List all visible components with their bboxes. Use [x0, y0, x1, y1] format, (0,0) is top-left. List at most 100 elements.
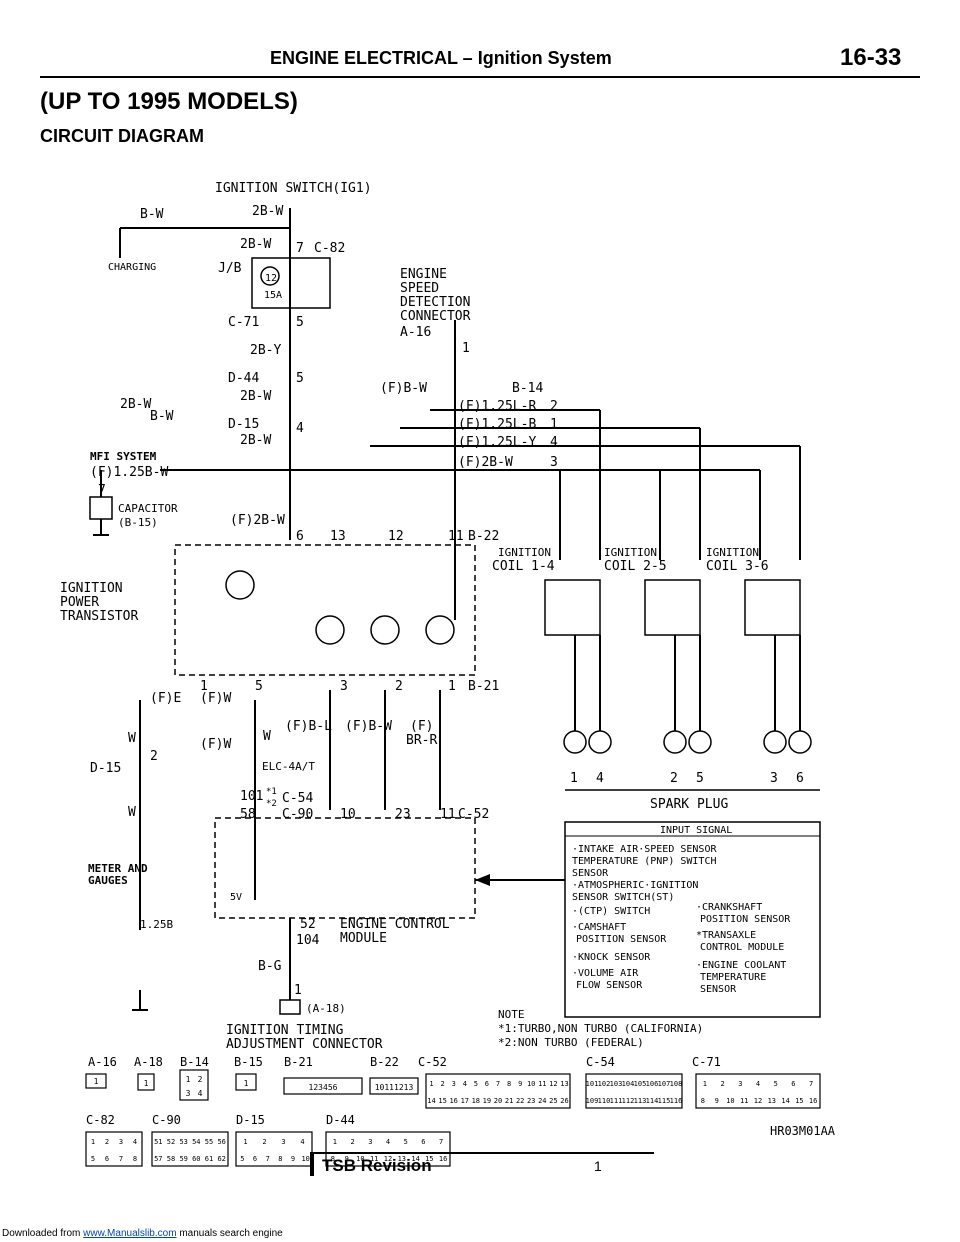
c52-pin-1: 1: [429, 1080, 433, 1088]
detection-label: DETECTION: [400, 295, 470, 310]
wire-f125ly: (F)1.25L-Y: [458, 435, 536, 450]
c54-pin-115: 115: [658, 1097, 671, 1105]
d44-pin-5: 5: [404, 1138, 408, 1146]
c52-pin-8: 8: [507, 1080, 511, 1088]
b14-pin-3: 3: [186, 1089, 191, 1098]
c52-pin-26: 26: [560, 1097, 568, 1105]
c90-pin-53: 53: [179, 1138, 187, 1146]
plug-num-2: 2: [670, 771, 678, 786]
capacitor-connector: (B-15): [118, 516, 158, 529]
pin-3-label: 3: [550, 455, 558, 470]
models-heading: (UP TO 1995 MODELS): [40, 88, 298, 115]
pin-101: 101: [240, 789, 263, 804]
coil-14-label: IGNITION: [498, 546, 551, 559]
c52-pin-9: 9: [518, 1080, 522, 1088]
d44-pin-3: 3: [368, 1138, 372, 1146]
b22-pins: 10111213: [375, 1083, 414, 1092]
fuse-number: 12: [265, 273, 277, 284]
c54-pin-111: 111: [610, 1097, 623, 1105]
ign-power-transistor-label: IGNITION: [60, 581, 123, 596]
pin-2b-label: 2: [150, 749, 158, 764]
ignition-switch-label: IGNITION SWITCH(IG1): [215, 181, 372, 196]
c90-pin-58: 58: [167, 1155, 175, 1163]
c54-pin-102: 102: [598, 1080, 611, 1088]
ecm-5v-label: 5V: [230, 892, 242, 903]
figure-reference-code: HR03M01AA: [770, 1124, 836, 1138]
c82-pin-7: 7: [119, 1155, 123, 1163]
conn-tag-b21: B-21: [284, 1055, 313, 1069]
wire-125b: 1.25B: [140, 918, 173, 931]
pt-pin-1b: 1: [448, 679, 456, 694]
c82-pin-8: 8: [133, 1155, 137, 1163]
c71-pin-16: 16: [809, 1097, 817, 1105]
c52-pin-10: 10: [527, 1080, 535, 1088]
coil-14-label-2: COIL 1-4: [492, 559, 555, 574]
jb-label: J/B: [218, 261, 242, 276]
coil-25-label-2: COIL 2-5: [604, 559, 667, 574]
signal-1: ·INTAKE AIR·SPEED SENSOR: [572, 844, 717, 855]
note-marker-1: *1: [266, 787, 277, 797]
note-heading: NOTE: [498, 1008, 525, 1021]
c82-pin-4: 4: [133, 1138, 137, 1146]
d15-pin-5: 5: [240, 1155, 244, 1163]
c54-pin-116: 116: [670, 1097, 683, 1105]
wire-bg: B-G: [258, 959, 282, 974]
pin-5a-label: 5: [296, 315, 304, 330]
ecm-label-2: MODULE: [340, 931, 387, 946]
c52-pin-21: 21: [505, 1097, 513, 1105]
conn-tag-a16: A-16: [88, 1055, 117, 1069]
c52-pin-4: 4: [463, 1080, 467, 1088]
signal-2: TEMPERATURE (PNP) SWITCH: [572, 856, 717, 867]
connector-d44-tag: D-44: [228, 371, 259, 386]
d15-pin-1: 1: [243, 1138, 247, 1146]
wire-fbl: (F)B-L: [285, 719, 332, 734]
signal-16: SENSOR: [700, 984, 737, 995]
signal-13: ·KNOCK SENSOR: [572, 952, 651, 963]
wire-2bw-3: 2B-W: [120, 397, 151, 412]
c71-pin-8: 8: [701, 1097, 705, 1105]
c71-pin-11: 11: [740, 1097, 748, 1105]
d44-pin-9: 9: [345, 1155, 349, 1163]
c71-pin-9: 9: [715, 1097, 719, 1105]
wire-fw-2: (F)W: [200, 737, 231, 752]
c71-pin-5: 5: [774, 1080, 778, 1088]
connector-d15-tag: D-15: [228, 417, 259, 432]
meter-label-2: GAUGES: [88, 874, 128, 887]
c71-pin-3: 3: [738, 1080, 742, 1088]
wire-fbw: (F)B-W: [380, 381, 427, 396]
c82-pin-5: 5: [91, 1155, 95, 1163]
c52-pin-3: 3: [452, 1080, 456, 1088]
c52-pin-14: 14: [427, 1097, 435, 1105]
mfi-system-label: MFI SYSTEM: [90, 450, 157, 463]
d44-pin-14: 14: [411, 1155, 419, 1163]
d15-pin-3: 3: [281, 1138, 285, 1146]
c71-pin-2: 2: [720, 1080, 724, 1088]
signal-12: CONTROL MODULE: [700, 942, 784, 953]
timing-connector-label: IGNITION TIMING: [226, 1023, 344, 1038]
download-prefix: Downloaded from: [2, 1228, 81, 1239]
pin-52: 52: [300, 917, 316, 932]
c52-pin-5: 5: [474, 1080, 478, 1088]
conn-tag-b22: B-22: [370, 1055, 399, 1069]
spark-plug-label: SPARK PLUG: [650, 797, 728, 812]
signal-8: POSITION SENSOR: [700, 914, 791, 925]
signal-17: ·VOLUME AIR: [572, 968, 639, 979]
pin-5b-label: 5: [296, 371, 304, 386]
section-heading: CIRCUIT DIAGRAM: [40, 126, 204, 146]
a18-pin-1: 1: [144, 1079, 149, 1088]
wire-f125lr: (F)1.25L-R: [458, 399, 536, 414]
charging-label: CHARGING: [108, 262, 156, 273]
capacitor-label: CAPACITOR: [118, 502, 178, 515]
c82-pin-3: 3: [119, 1138, 123, 1146]
manualslib-link[interactable]: www.Manualslib.com: [83, 1228, 177, 1239]
conn-tag-d44: D-44: [326, 1113, 355, 1127]
pin-1b-label: 1: [550, 417, 558, 432]
c71-pin-12: 12: [754, 1097, 762, 1105]
download-footer: Downloaded from www.Manualslib.com manua…: [2, 1228, 283, 1239]
pin-4b-label: 4: [550, 435, 558, 450]
wire-bw: B-W: [140, 207, 164, 222]
signal-3: SENSOR: [572, 868, 609, 879]
ign-power-transistor-label-2: POWER: [60, 595, 99, 610]
d15-pin-9: 9: [291, 1155, 295, 1163]
plug-num-5: 5: [696, 771, 704, 786]
